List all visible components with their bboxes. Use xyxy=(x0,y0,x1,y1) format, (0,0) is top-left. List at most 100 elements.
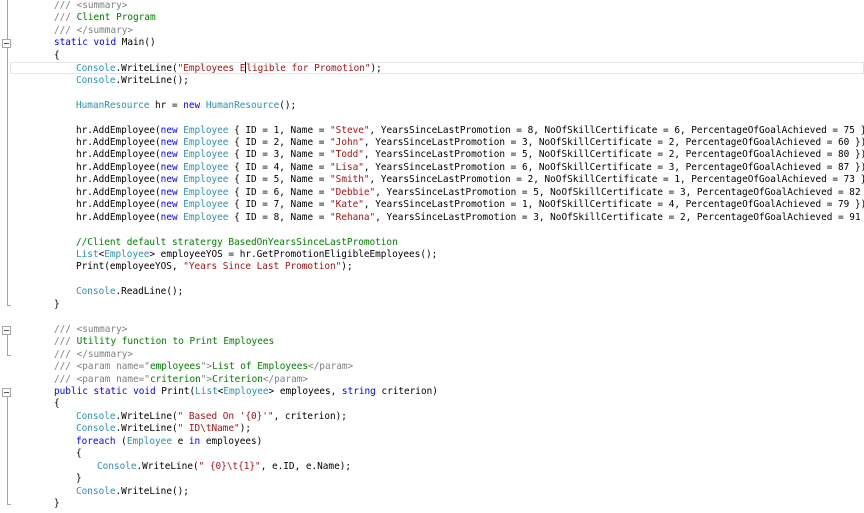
code-token: /// xyxy=(54,24,77,36)
code-token: hr.AddEmployee( xyxy=(76,186,161,198)
code-line[interactable]: Print(employeeYOS, "Years Since Last Pro… xyxy=(76,261,353,273)
code-line[interactable]: /// Client Program xyxy=(54,12,156,24)
code-token: e xyxy=(171,435,189,447)
code-line[interactable]: HumanResource hr = new HumanResource(); xyxy=(76,100,296,112)
outline-guide xyxy=(7,48,8,305)
code-token: Employee xyxy=(183,211,229,223)
code-token: "Steve" xyxy=(330,124,370,136)
code-token: Console xyxy=(76,410,116,422)
code-line[interactable]: List<Employee> employeeYOS = hr.GetPromo… xyxy=(76,249,437,261)
code-token: </summary> xyxy=(76,348,134,360)
code-token: .WriteLine( xyxy=(115,410,178,422)
code-token: { ID = 2, Name = xyxy=(228,136,331,148)
code-token: in xyxy=(188,435,201,447)
code-token: } xyxy=(76,473,82,485)
code-token: void xyxy=(93,37,117,49)
code-line[interactable]: //Client default stratergy BasedOnYearsS… xyxy=(76,237,398,249)
code-line[interactable]: } xyxy=(54,299,60,311)
code-line[interactable]: hr.AddEmployee(new Employee { ID = 7, Na… xyxy=(76,199,864,211)
code-line[interactable]: /// <param name="employees">List of Empl… xyxy=(54,361,353,373)
code-token: } xyxy=(54,298,60,310)
code-token: Employee xyxy=(183,199,229,211)
code-line[interactable]: hr.AddEmployee(new Employee { ID = 1, Na… xyxy=(76,125,864,137)
code-line[interactable]: Console.WriteLine(); xyxy=(76,486,189,498)
code-line[interactable]: hr.AddEmployee(new Employee { ID = 8, Na… xyxy=(76,212,864,224)
code-line[interactable]: /// <summary> xyxy=(54,324,127,336)
code-token: " ID\tName" xyxy=(177,423,240,435)
code-line[interactable]: hr.AddEmployee(new Employee { ID = 4, Na… xyxy=(76,162,864,174)
code-token: , YearsSinceLastPromotion = 6, NoOfSkill… xyxy=(363,161,864,173)
code-line[interactable]: Console.ReadLine(); xyxy=(76,286,183,298)
code-token: { xyxy=(76,448,82,460)
code-token: Utility function to Print Employees xyxy=(76,336,275,348)
code-token: new xyxy=(160,211,178,223)
code-token: "> xyxy=(200,361,213,373)
code-token: hr.AddEmployee( xyxy=(76,124,161,136)
code-token: , e.ID, e.Name); xyxy=(260,460,352,472)
code-token: Employee xyxy=(126,435,172,447)
code-line[interactable]: Console.WriteLine(" ID\tName"); xyxy=(76,423,251,435)
code-line[interactable]: Console.WriteLine("Employees Eligible fo… xyxy=(76,62,382,74)
code-line[interactable]: /// <param name="criterion">Criterion</p… xyxy=(54,374,308,386)
code-line[interactable]: /// </summary> xyxy=(54,349,133,361)
code-token: " Based On '{0}'" xyxy=(177,410,274,422)
outline-end-marker xyxy=(7,304,11,306)
code-line[interactable]: { xyxy=(54,398,60,410)
code-token: static xyxy=(93,385,128,397)
code-token: /// xyxy=(54,373,77,385)
code-line[interactable]: /// <summary> xyxy=(54,0,127,12)
code-token: Main() xyxy=(116,37,156,49)
code-token: Employee xyxy=(183,186,229,198)
code-token: List xyxy=(76,249,99,260)
code-token: /// xyxy=(54,348,77,360)
code-token: Console xyxy=(76,286,116,298)
code-token: ligible for Promotion" xyxy=(246,63,371,75)
code-line[interactable]: Console.WriteLine(); xyxy=(76,75,189,87)
collapse-toggle-icon[interactable] xyxy=(2,387,11,397)
outline-end-marker xyxy=(7,504,11,505)
code-token: //Client default stratergy BasedOnYearsS… xyxy=(76,236,398,248)
code-token: Console xyxy=(97,460,137,472)
code-token: .ReadLine(); xyxy=(115,286,184,298)
code-line[interactable]: foreach (Employee e in employees) xyxy=(76,436,262,448)
code-token: "Debbie" xyxy=(330,186,376,198)
collapse-toggle-icon[interactable] xyxy=(2,325,11,335)
code-token: new xyxy=(160,199,178,211)
code-token: Employee xyxy=(183,136,229,148)
code-token: { ID = 6, Name = xyxy=(228,186,331,198)
code-line[interactable]: hr.AddEmployee(new Employee { ID = 6, Na… xyxy=(76,187,864,199)
code-token: hr.AddEmployee( xyxy=(76,211,161,223)
code-token: "Kate" xyxy=(330,199,364,211)
code-line[interactable]: { xyxy=(76,448,82,460)
code-token: .WriteLine( xyxy=(115,423,178,435)
code-line[interactable]: hr.AddEmployee(new Employee { ID = 3, Na… xyxy=(76,149,864,161)
code-token: <param name=" xyxy=(76,361,150,373)
code-line[interactable]: /// Utility function to Print Employees xyxy=(54,336,274,348)
code-line[interactable]: hr.AddEmployee(new Employee { ID = 5, Na… xyxy=(76,174,864,186)
code-line[interactable]: Console.WriteLine(" Based On '{0}'", cri… xyxy=(76,411,347,423)
code-token: .WriteLine( xyxy=(136,460,199,472)
code-token: Criterion xyxy=(212,373,263,385)
code-token: " {0}\t{1}" xyxy=(198,460,261,472)
code-token: void xyxy=(133,385,156,397)
code-token: criterion) xyxy=(375,385,438,397)
collapse-toggle-icon[interactable] xyxy=(2,39,11,49)
code-token: , YearsSinceLastPromotion = 1, NoOfSkill… xyxy=(363,199,864,211)
code-line[interactable]: Console.WriteLine(" {0}\t{1}", e.ID, e.N… xyxy=(97,461,351,473)
outline-end-marker xyxy=(7,354,11,356)
code-token: , criterion); xyxy=(273,410,347,422)
code-token: Employee xyxy=(223,385,269,397)
code-line[interactable]: static void Main() xyxy=(54,37,156,49)
code-token: new xyxy=(160,124,178,136)
code-line[interactable]: { xyxy=(54,50,60,62)
code-line[interactable]: } xyxy=(54,498,60,510)
code-line[interactable]: hr.AddEmployee(new Employee { ID = 2, Na… xyxy=(76,137,864,149)
code-token: .WriteLine(); xyxy=(115,485,189,497)
code-line[interactable]: } xyxy=(76,473,82,485)
code-token: ); xyxy=(370,63,382,75)
code-line[interactable]: public static void Print(List<Employee> … xyxy=(54,386,438,398)
code-token: Console xyxy=(76,423,116,435)
code-line[interactable]: /// </summary> xyxy=(54,25,133,37)
code-token: "Employees E xyxy=(177,63,246,75)
